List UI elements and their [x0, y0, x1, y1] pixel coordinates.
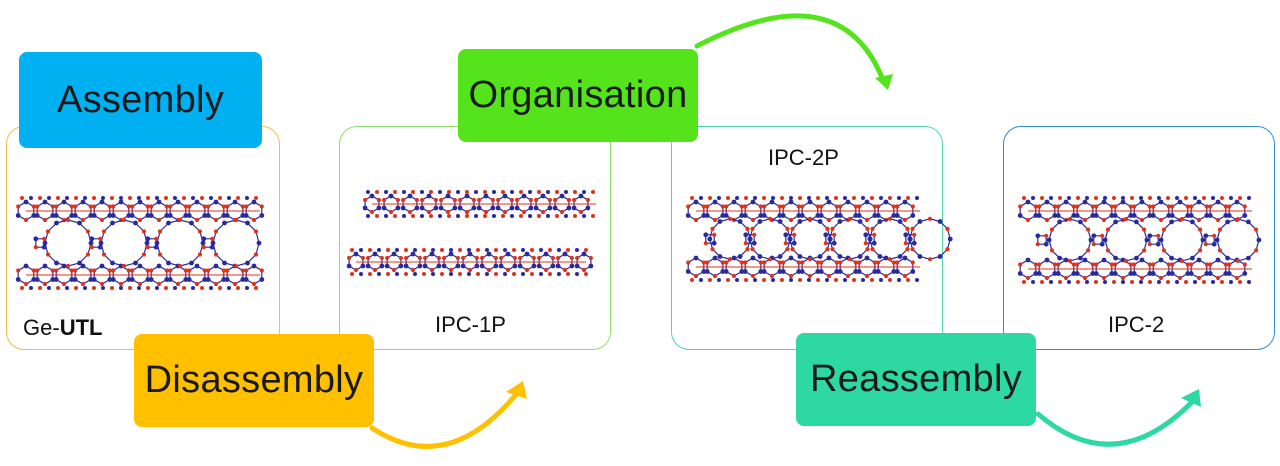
curved-arrow-icon	[694, 13, 893, 90]
ge-utl-label: Ge-UTL	[23, 315, 102, 341]
ipc-2p-label: IPC-2P	[768, 145, 839, 170]
disassembly-stage: Disassembly	[134, 334, 374, 427]
ge-utl-label-prefix: Ge-	[23, 315, 60, 340]
curved-arrow-icon	[1035, 389, 1201, 447]
assembly-stage: Assembly	[19, 52, 262, 148]
ipc-1p-label: IPC-1P	[435, 312, 506, 337]
ge-utl-structure	[15, 196, 265, 290]
ge-utl-panel	[6, 126, 280, 350]
ipc-1p-panel	[339, 126, 611, 350]
ipc-2-structure	[1017, 196, 1262, 284]
ipc-2p-structure	[685, 196, 953, 282]
ipc-2-label: IPC-2	[1108, 312, 1165, 337]
curved-arrow-icon	[369, 381, 527, 449]
ipc-1p-structure	[346, 190, 596, 276]
ge-utl-label-bold: UTL	[59, 315, 103, 340]
reassembly-stage: Reassembly	[796, 333, 1036, 426]
organisation-stage: Organisation	[458, 49, 698, 142]
